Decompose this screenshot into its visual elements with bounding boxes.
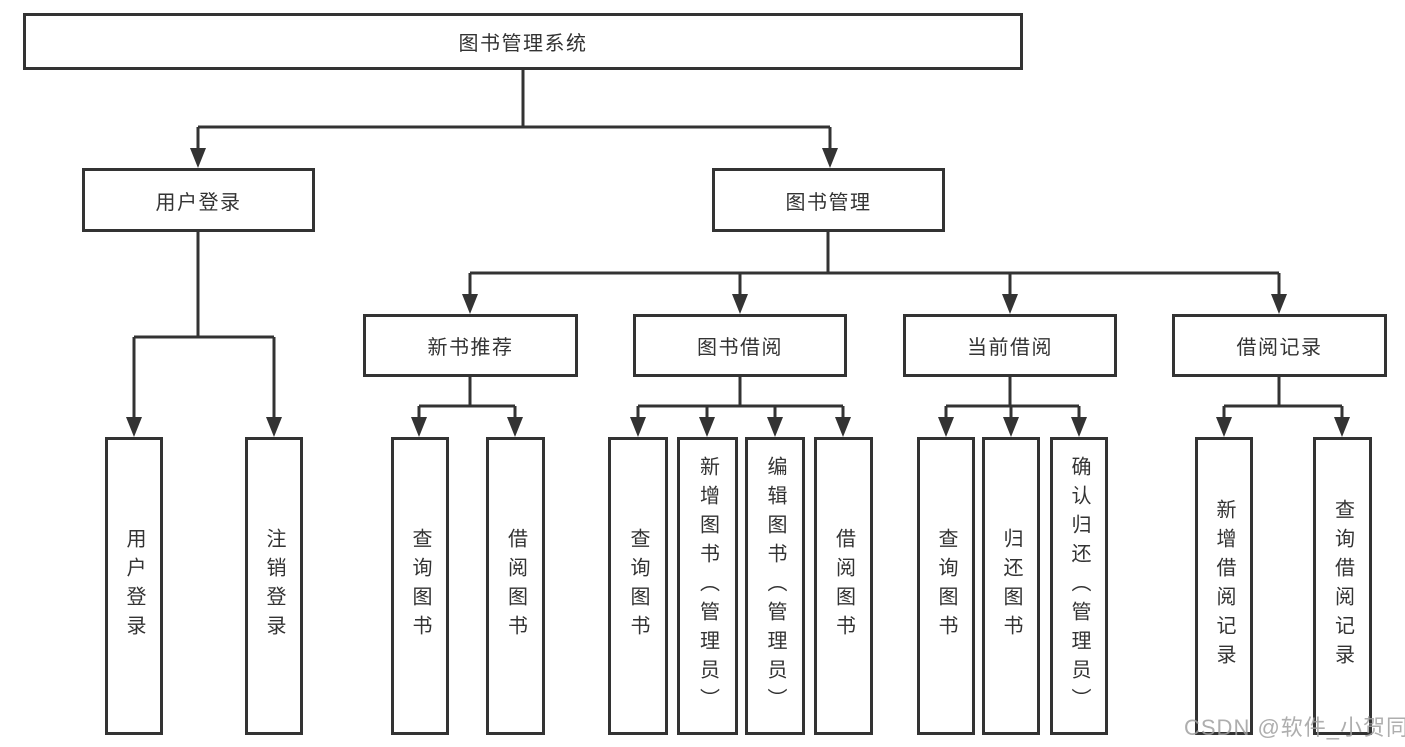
arrow-down-icon	[266, 417, 282, 437]
leaf-query-borrow-record: 查询借阅记录	[1313, 437, 1372, 735]
connector-book-mgmt	[462, 232, 1287, 314]
leaf-newrec-query-books-label: 查询图书	[409, 528, 431, 644]
node-root-label: 图书管理系统	[458, 33, 588, 55]
arrow-down-icon	[835, 417, 851, 437]
leaf-borrow-borrow-books-label: 借阅图书	[832, 528, 855, 644]
arrow-down-icon	[699, 417, 715, 437]
arrow-down-icon	[1271, 294, 1287, 314]
arrow-down-icon	[938, 417, 954, 437]
arrow-down-icon	[732, 294, 748, 314]
leaf-newrec-borrow-books: 借阅图书	[486, 437, 545, 735]
arrow-down-icon	[1216, 417, 1232, 437]
leaf-borrow-borrow-books: 借阅图书	[814, 437, 873, 735]
node-new-book-rec-label: 新书推荐	[427, 337, 514, 359]
connector-new-book-rec	[411, 377, 523, 437]
node-book-borrow: 图书借阅	[633, 314, 847, 377]
leaf-query-borrow-record-label: 查询借阅记录	[1331, 499, 1354, 673]
arrow-down-icon	[411, 417, 427, 437]
connector-root	[190, 70, 838, 168]
arrow-down-icon	[1071, 417, 1087, 437]
arrow-down-icon	[190, 148, 206, 168]
arrow-down-icon	[462, 294, 478, 314]
connector-current-borrow	[938, 377, 1087, 437]
node-user-login-label: 用户登录	[155, 191, 242, 214]
node-new-book-rec: 新书推荐	[363, 314, 578, 377]
node-borrow-record-label: 借阅记录	[1236, 337, 1323, 359]
connector-user-login	[126, 232, 282, 437]
leaf-add-books-admin-label: 新增图书（管理员）	[696, 455, 719, 717]
connector-book-borrow	[630, 377, 851, 437]
leaf-user-login-label: 用户登录	[123, 528, 145, 644]
arrow-down-icon	[1002, 294, 1018, 314]
arrow-down-icon	[630, 417, 646, 437]
arrow-down-icon	[507, 417, 523, 437]
node-book-borrow-label: 图书借阅	[697, 337, 783, 359]
leaf-add-books-admin: 新增图书（管理员）	[677, 437, 738, 735]
leaf-logout-label: 注销登录	[263, 528, 285, 644]
leaf-logout: 注销登录	[245, 437, 303, 735]
arrow-down-icon	[1003, 417, 1019, 437]
leaf-add-borrow-record-label: 新增借阅记录	[1213, 499, 1235, 673]
leaf-borrow-query-books-label: 查询图书	[627, 528, 649, 644]
node-current-borrow-label: 当前借阅	[967, 337, 1053, 359]
csdn-watermark: CSDN @软件_小贺同学	[1184, 715, 1405, 740]
leaf-return-books: 归还图书	[982, 437, 1040, 735]
arrow-down-icon	[126, 417, 142, 437]
arrow-down-icon	[822, 148, 838, 168]
leaf-newrec-query-books: 查询图书	[391, 437, 449, 735]
node-book-mgmt: 图书管理	[712, 168, 945, 232]
leaf-user-login: 用户登录	[105, 437, 163, 735]
leaf-current-query-books-label: 查询图书	[935, 528, 957, 644]
leaf-edit-books-admin-label: 编辑图书（管理员）	[764, 455, 786, 717]
leaf-add-borrow-record: 新增借阅记录	[1195, 437, 1253, 735]
leaf-confirm-return-admin: 确认归还（管理员）	[1050, 437, 1108, 735]
arrow-down-icon	[1334, 417, 1350, 437]
node-root: 图书管理系统	[23, 13, 1023, 70]
leaf-return-books-label: 归还图书	[1000, 528, 1022, 644]
leaf-edit-books-admin: 编辑图书（管理员）	[745, 437, 805, 735]
leaf-borrow-query-books: 查询图书	[608, 437, 668, 735]
node-book-mgmt-label: 图书管理	[785, 191, 872, 214]
leaf-current-query-books: 查询图书	[917, 437, 975, 735]
leaf-confirm-return-admin-label: 确认归还（管理员）	[1068, 455, 1090, 717]
node-current-borrow: 当前借阅	[903, 314, 1117, 377]
node-user-login: 用户登录	[82, 168, 315, 232]
leaf-newrec-borrow-books-label: 借阅图书	[504, 528, 527, 644]
connector-borrow-record	[1216, 377, 1350, 437]
arrow-down-icon	[767, 417, 783, 437]
node-borrow-record: 借阅记录	[1172, 314, 1387, 377]
